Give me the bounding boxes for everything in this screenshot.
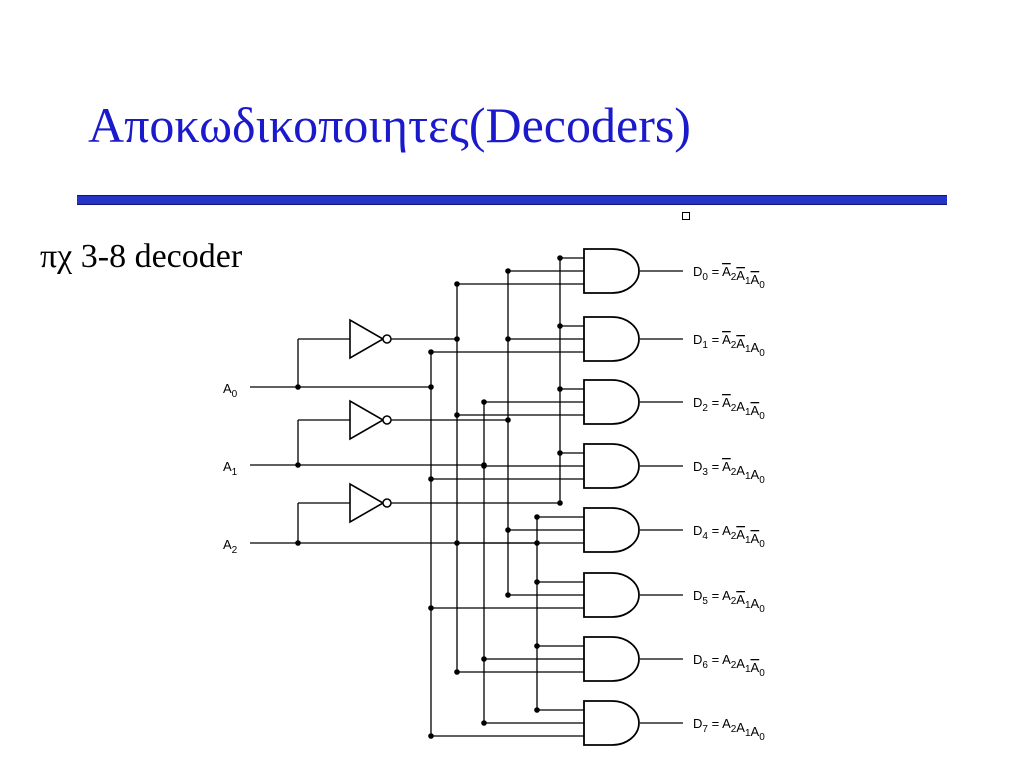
inverter-gate [349,482,385,524]
title-rule [77,195,947,205]
true-term: A [722,588,731,603]
marker-square [682,212,690,220]
term-subscript: 0 [759,475,765,486]
input-label-a2: A2 [223,537,238,556]
term-subscript: 1 [745,728,751,739]
term-subscript: 0 [759,411,765,422]
output-equals: = [708,395,722,410]
term-subscript: 1 [745,664,751,675]
true-term: A [736,463,745,478]
complemented-term: A [751,531,760,546]
output-equals: = [708,332,722,347]
output-subscript: 7 [702,724,708,735]
term-subscript: 1 [745,276,751,287]
term-subscript: 2 [731,340,737,351]
term-subscript: 0 [759,348,765,359]
output-equals: = [708,716,722,731]
complemented-term: A [751,272,760,287]
output-label-d3: D3 = A2A1A0 [693,459,765,486]
output-label-d4: D4 = A2A1A0 [693,523,765,550]
true-term: A [751,467,760,482]
and-gate-d4 [583,507,640,553]
output-label-d2: D2 = A2A1A0 [693,395,765,422]
term-subscript: 1 [745,600,751,611]
inverter-bubble [382,498,392,508]
term-subscript: 0 [759,539,765,550]
output-subscript: 4 [702,531,708,542]
complemented-term: A [751,660,760,675]
output-subscript: 5 [702,596,708,607]
slide-title: Αποκωδικοποιητες(Decoders) [88,97,691,153]
input-label-a1: A1 [223,459,238,478]
complemented-term: A [736,592,745,607]
output-subscript: 3 [702,467,708,478]
true-term: A [722,523,731,538]
term-subscript: 0 [759,604,765,615]
and-gate-d2 [583,379,640,425]
inverter-bubble [382,415,392,425]
output-equals: = [708,264,722,279]
term-subscript: 1 [745,407,751,418]
term-subscript: 2 [731,596,737,607]
term-subscript: 1 [745,535,751,546]
complemented-term: A [722,264,731,279]
output-equals: = [708,459,722,474]
true-term: A [722,716,731,731]
output-label-d5: D5 = A2A1A0 [693,588,765,615]
inverter-gate [349,399,385,441]
output-subscript: 0 [702,272,708,283]
complemented-term: A [736,336,745,351]
inverter-bubble [382,334,392,344]
term-subscript: 0 [759,732,765,743]
term-subscript: 2 [731,272,737,283]
term-subscript: 2 [731,724,737,735]
output-equals: = [708,523,722,538]
true-term: A [751,340,760,355]
input-label-subscript: 0 [232,389,238,400]
and-gate-d0 [583,248,640,294]
input-label-subscript: 2 [232,545,238,556]
and-gate-d3 [583,443,640,489]
complemented-term: A [751,403,760,418]
term-subscript: 1 [745,344,751,355]
true-term: A [736,720,745,735]
output-label-d0: D0 = A2A1A0 [693,264,765,291]
and-gate-d7 [583,700,640,746]
complemented-term: A [736,268,745,283]
output-label-d1: D1 = A2A1A0 [693,332,765,359]
true-term: A [722,652,731,667]
complemented-term: A [722,459,731,474]
term-subscript: 2 [731,531,737,542]
term-subscript: 0 [759,280,765,291]
complemented-term: A [722,395,731,410]
subtitle: πχ 3-8 decoder [40,238,243,275]
input-label-subscript: 1 [232,467,238,478]
complemented-term: A [722,332,731,347]
output-subscript: 2 [702,403,708,414]
term-subscript: 2 [731,403,737,414]
output-equals: = [708,652,722,667]
complemented-term: A [736,527,745,542]
term-subscript: 2 [731,660,737,671]
true-term: A [751,724,760,739]
true-term: A [736,399,745,414]
output-subscript: 6 [702,660,708,671]
and-gate-d5 [583,572,640,618]
term-subscript: 0 [759,668,765,679]
true-term: A [751,596,760,611]
and-gate-d6 [583,636,640,682]
inverter-gate [349,318,385,360]
output-equals: = [708,588,722,603]
term-subscript: 2 [731,467,737,478]
and-gate-d1 [583,316,640,362]
output-label-d6: D6 = A2A1A0 [693,652,765,679]
true-term: A [736,656,745,671]
output-subscript: 1 [702,340,708,351]
output-label-d7: D7 = A2A1A0 [693,716,765,743]
term-subscript: 1 [745,471,751,482]
input-label-a0: A0 [223,381,238,400]
